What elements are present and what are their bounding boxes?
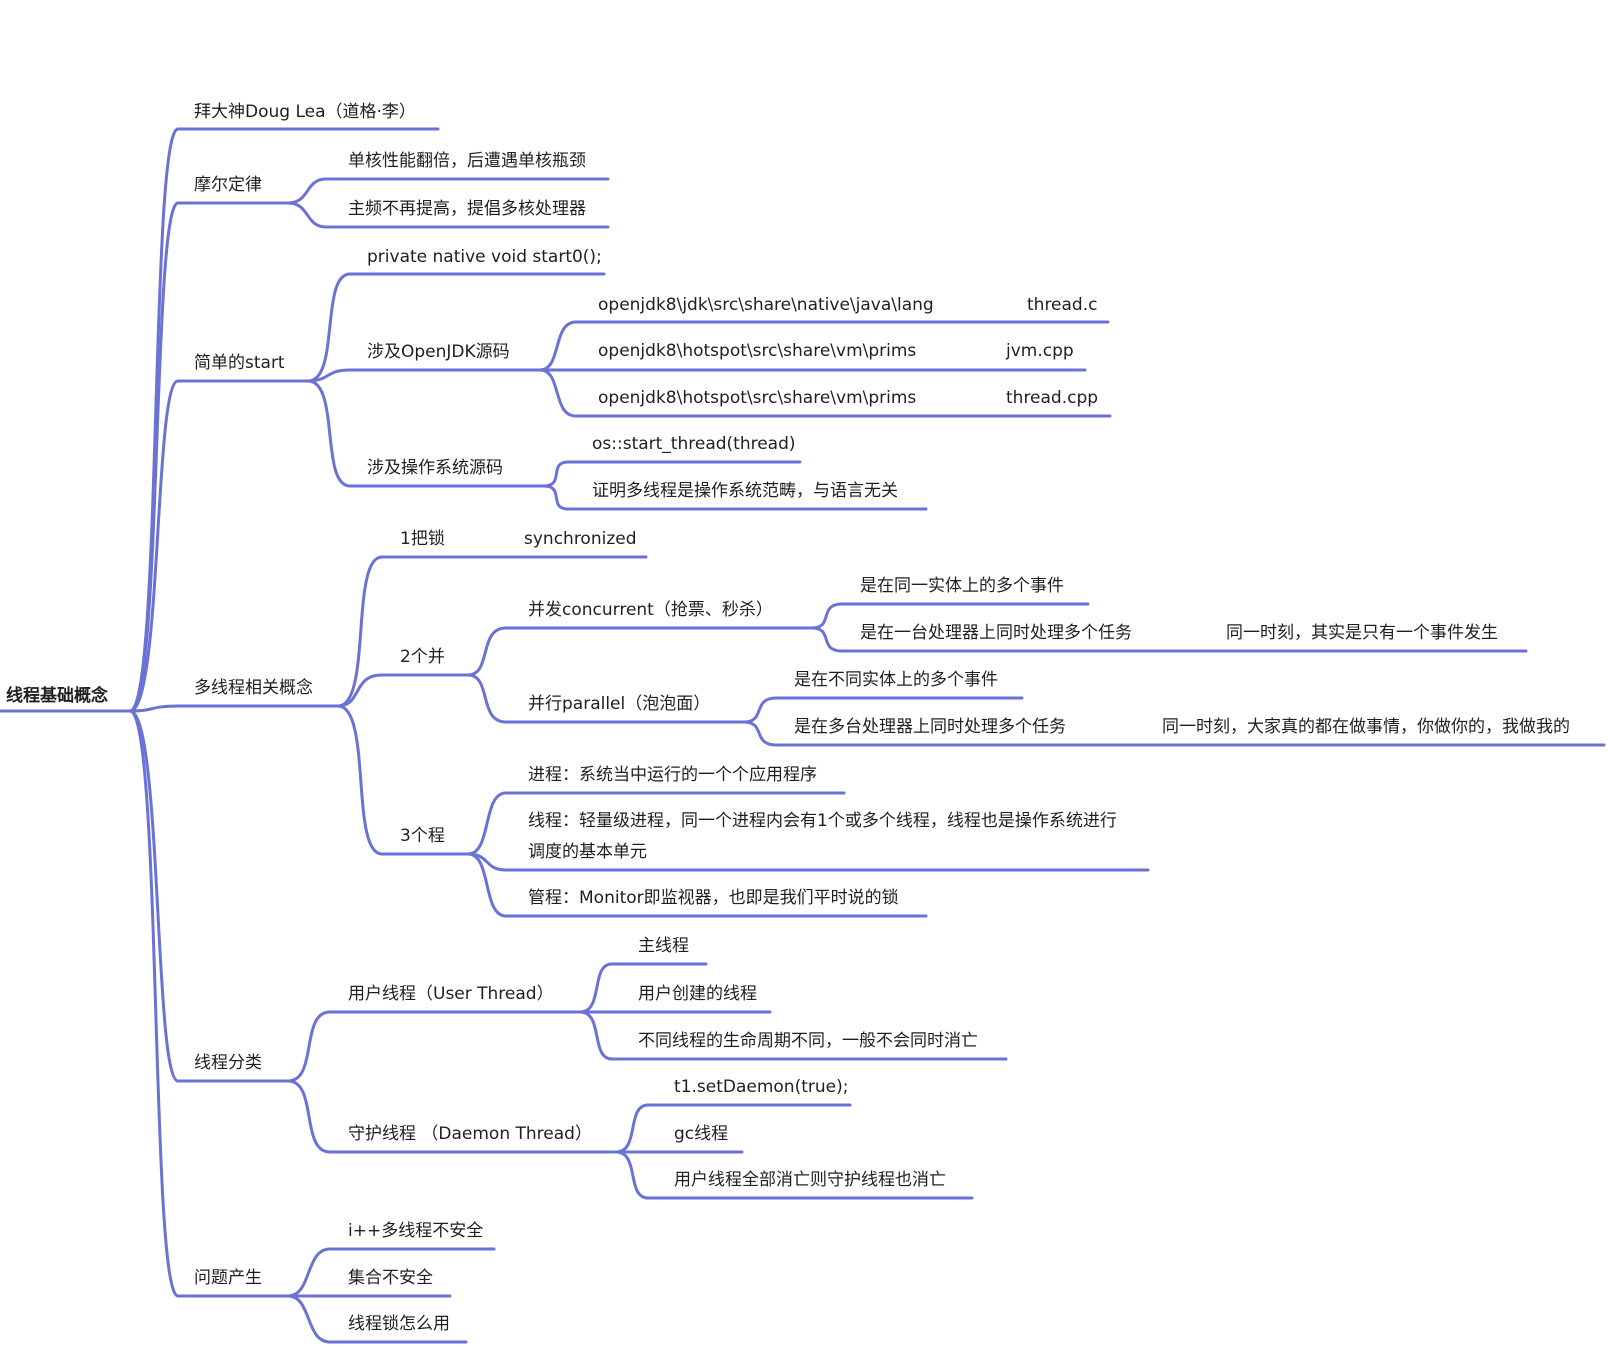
node-monitor[interactable]: 管程：Monitor即监视器，也即是我们平时说的锁: [528, 888, 899, 908]
root-node-label[interactable]: 线程基础概念: [6, 686, 108, 706]
node-openjdk-source[interactable]: 涉及OpenJDK源码: [367, 342, 510, 362]
node-openjdk-file-3[interactable]: thread.cpp: [1006, 388, 1099, 408]
node-simple-start[interactable]: 简单的start: [194, 353, 285, 373]
node-openjdk-path-3[interactable]: openjdk8\hotspot\src\share\vm\prims: [598, 388, 917, 408]
node-openjdk-path-2[interactable]: openjdk8\hotspot\src\share\vm\prims: [598, 341, 917, 361]
node-start0[interactable]: private native void start0();: [367, 247, 602, 267]
node-thread-def[interactable]: 线程：轻量级进程，同一个进程内会有1个或多个线程，线程也是操作系统进行调度的基本…: [528, 811, 1117, 862]
node-iplusplus[interactable]: i++多线程不安全: [348, 1221, 484, 1241]
node-set-daemon[interactable]: t1.setDaemon(true);: [674, 1077, 849, 1097]
node-two-concurrency[interactable]: 2个并: [400, 647, 445, 667]
node-openjdk-file-1[interactable]: thread.c: [1027, 295, 1098, 315]
node-one-lock[interactable]: 1把锁: [400, 529, 445, 549]
node-moores-law-c1[interactable]: 单核性能翻倍，后遭遇单核瓶颈: [348, 151, 586, 171]
node-openjdk-path-1[interactable]: openjdk8\jdk\src\share\native\java\lang: [598, 295, 934, 315]
node-moores-law[interactable]: 摩尔定律: [194, 175, 262, 195]
node-lifecycle[interactable]: 不同线程的生命周期不同，一般不会同时消亡: [638, 1031, 978, 1051]
node-three-programs[interactable]: 3个程: [400, 826, 445, 846]
node-process[interactable]: 进程：系统当中运行的一个个应用程序: [528, 765, 817, 785]
node-parallel-b[interactable]: 是在多台处理器上同时处理多个任务: [794, 717, 1066, 737]
node-gc-thread[interactable]: gc线程: [674, 1124, 729, 1144]
node-how-to-lock[interactable]: 线程锁怎么用: [348, 1314, 450, 1334]
node-os-source[interactable]: 涉及操作系统源码: [367, 458, 503, 478]
node-parallel-note[interactable]: 同一时刻，大家真的都在做事情，你做你的，我做我的: [1162, 717, 1570, 737]
node-problems[interactable]: 问题产生: [194, 1268, 262, 1288]
node-moores-law-c2[interactable]: 主频不再提高，提倡多核处理器: [348, 199, 586, 219]
node-openjdk-file-2[interactable]: jvm.cpp: [1006, 341, 1074, 361]
node-os-start-thread[interactable]: os::start_thread(thread): [592, 434, 796, 454]
node-os-proof[interactable]: 证明多线程是操作系统范畴，与语言无关: [592, 481, 898, 501]
node-concurrent-note[interactable]: 同一时刻，其实是只有一个事件发生: [1226, 623, 1498, 643]
node-collections-unsafe[interactable]: 集合不安全: [348, 1268, 433, 1288]
node-daemon-thread[interactable]: 守护线程 （Daemon Thread）: [348, 1124, 592, 1144]
node-thread-types[interactable]: 线程分类: [194, 1053, 262, 1073]
connector-lines: [0, 127, 1606, 1344]
node-parallel-a[interactable]: 是在不同实体上的多个事件: [794, 670, 998, 690]
node-concurrent[interactable]: 并发concurrent（抢票、秒杀）: [528, 600, 773, 620]
node-daemon-die[interactable]: 用户线程全部消亡则守护线程也消亡: [674, 1170, 946, 1190]
node-synchronized[interactable]: synchronized: [524, 529, 637, 549]
node-concurrent-a[interactable]: 是在同一实体上的多个事件: [860, 576, 1064, 596]
node-user-thread[interactable]: 用户线程（User Thread）: [348, 984, 554, 1004]
node-concepts[interactable]: 多线程相关概念: [194, 678, 313, 698]
node-main-thread[interactable]: 主线程: [638, 936, 689, 956]
node-doug-lea[interactable]: 拜大神Doug Lea（道格·李）: [194, 102, 416, 122]
node-user-created-thread[interactable]: 用户创建的线程: [638, 984, 757, 1004]
node-concurrent-b[interactable]: 是在一台处理器上同时处理多个任务: [860, 623, 1132, 643]
node-parallel[interactable]: 并行parallel（泡泡面）: [528, 694, 711, 714]
